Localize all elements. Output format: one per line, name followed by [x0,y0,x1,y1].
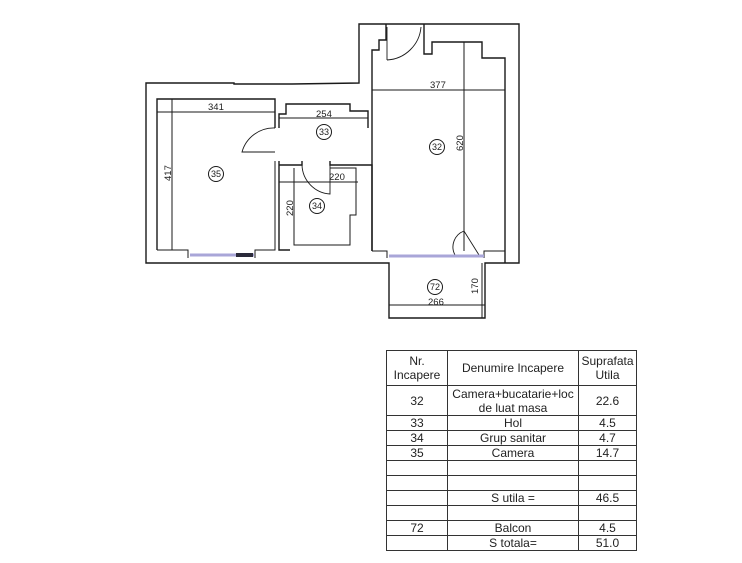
header-name: Denumire Incapere [447,350,579,386]
room-label-34: 34 [309,198,325,214]
dim-bath-height: 220 [285,200,296,216]
dim-room32-width: 377 [430,80,446,91]
table-row-subtotal: S utila = 46.5 [386,490,637,506]
table-row: 33 Hol 4.5 [386,415,637,431]
svg-text:34: 34 [312,201,322,211]
room-label-72: 72 [427,279,443,295]
hall33-wall [278,103,369,128]
room-label-32: 32 [429,139,445,155]
room-label-33: 33 [316,124,332,140]
table-row: 72 Balcon 4.5 [386,520,637,536]
table-row: 34 Grup sanitar 4.7 [386,430,637,446]
room35-wall [156,98,276,250]
table-row-empty [386,475,637,491]
door35-icon [241,127,276,153]
dim-room35-width: 341 [208,102,224,113]
table-row: 35 Camera 14.7 [386,445,637,461]
dim-balcony-height: 170 [470,278,481,294]
table-row-total: S totala= 51.0 [386,535,637,551]
table-row-empty [386,505,637,521]
dim-bath-width: 220 [329,172,345,183]
dim-room32-height: 620 [455,135,466,151]
floor-plan: 341 254 377 220 266 417 620 220 170 35 3… [145,23,520,319]
dim-balcony-width: 266 [428,297,444,308]
table-row-empty [386,460,637,476]
door34-icon [301,164,331,195]
entry-door-icon [386,26,422,61]
svg-text:32: 32 [432,142,442,152]
svg-text:33: 33 [319,127,329,137]
header-nr: Nr.Incapere [386,350,448,386]
outer-wall [145,23,520,319]
balcony-door-icon [452,230,480,256]
dim-room35-height: 417 [163,165,174,181]
svg-text:35: 35 [211,169,221,179]
svg-text:72: 72 [430,282,440,292]
dim-hall-width: 254 [316,109,332,120]
room-label-35: 35 [208,166,224,182]
